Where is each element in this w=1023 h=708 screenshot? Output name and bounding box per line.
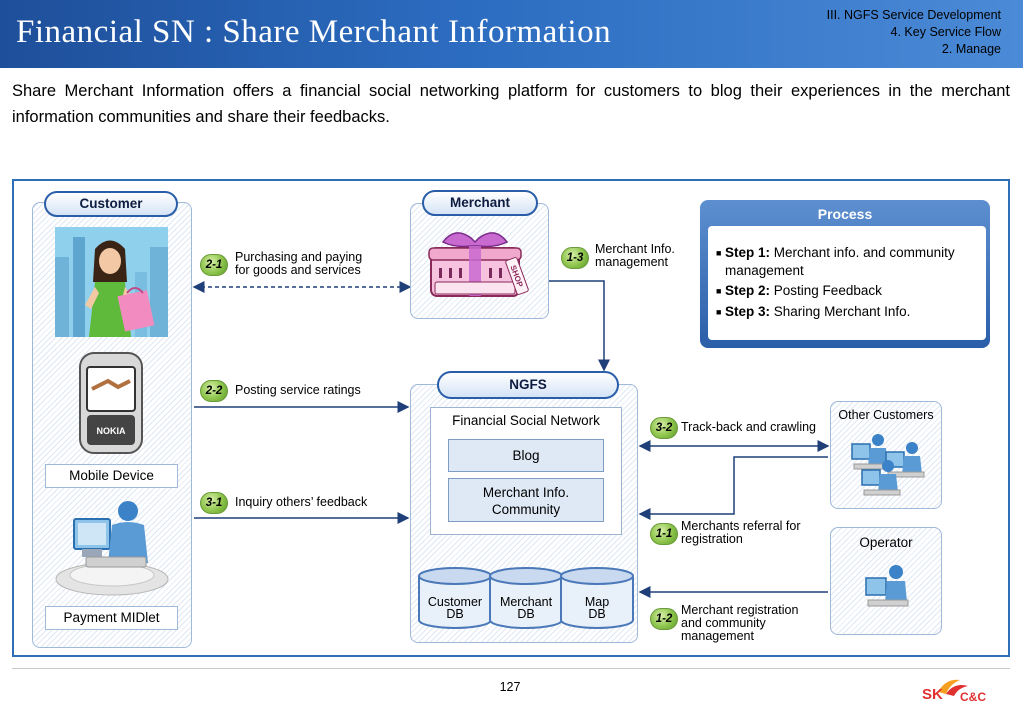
process-title: Process	[817, 206, 873, 222]
process-step-1: ■ Step 1: Merchant info. and community m…	[716, 245, 955, 278]
map-db-line2: DB	[588, 607, 606, 621]
process-step-3-text: Sharing Merchant Info.	[773, 304, 911, 319]
page-number: 127	[499, 680, 521, 694]
flow-1-2-line2: and community	[681, 616, 766, 630]
flow-2-1-line1: Purchasing and paying	[235, 250, 363, 264]
breadcrumb-level-1: III. NGFS Service Development	[826, 8, 1001, 22]
header-bar	[0, 0, 1023, 68]
flow-1-3-line	[548, 280, 610, 372]
customer-db: Customer DB	[420, 595, 490, 621]
flow-3-2-badge: 3-2	[650, 417, 678, 439]
flow-1-1-line2: registration	[681, 532, 743, 546]
process-step-2-key: Step 2:	[725, 283, 771, 298]
flow-2-1-line2: for goods and services	[235, 263, 361, 277]
flow-1-1-line	[638, 456, 828, 520]
process-step-1-text: Merchant info. and community management	[725, 245, 955, 278]
process-step-3: ■ Step 3: Sharing Merchant Info.	[716, 304, 911, 319]
process-step-2: ■ Step 2: Posting Feedback	[716, 283, 882, 298]
process-step-3-key: Step 3:	[725, 304, 771, 319]
sk-logo-text: SK	[922, 686, 943, 703]
flow-1-1-badge: 1-1	[650, 523, 678, 545]
sk-logo-wing-icon	[938, 679, 968, 696]
flow-3-1-badge: 3-1	[200, 492, 228, 514]
operator-icon	[865, 565, 909, 607]
flow-1-3-line2: management	[595, 255, 668, 269]
merchant-info-community-box: Merchant Info. Community	[448, 478, 604, 522]
process-content	[708, 226, 986, 340]
cc-logo-text: C&C	[960, 690, 986, 704]
process-step-2-text: Posting Feedback	[773, 283, 882, 298]
flow-2-2-label: Posting service ratings	[235, 383, 361, 397]
map-db: Map DB	[562, 595, 632, 621]
customer-title: Customer	[44, 191, 178, 217]
flow-3-2-label: Track-back and crawling	[681, 420, 817, 434]
page-title: Financial SN : Share Merchant Informatio…	[16, 14, 612, 50]
merchant-db-line1: Merchant	[499, 595, 553, 609]
map-db-line1: Map	[584, 595, 610, 609]
flow-1-1-label: Merchants referral for registration	[681, 520, 800, 546]
customer-db-line2: DB	[446, 607, 464, 621]
breadcrumb-level-2: 4. Key Service Flow	[890, 25, 1001, 39]
nokia-phone-image: NOKIA	[79, 352, 143, 454]
mobile-device-label: Mobile Device	[45, 464, 178, 488]
flow-1-1-line1: Merchants referral for	[681, 519, 801, 533]
process-step-1-key: Step 1:	[725, 245, 771, 260]
flow-3-1-label: Inquiry others’ feedback	[235, 495, 368, 509]
operator-label: Operator	[859, 535, 913, 550]
merchant-db-line2: DB	[517, 607, 535, 621]
other-customers-label: Other Customers	[838, 408, 934, 422]
flow-1-2-line3: management	[681, 629, 754, 643]
flow-1-2-label: Merchant registration and community mana…	[681, 604, 798, 643]
flow-1-3-label: Merchant Info. management	[595, 243, 675, 269]
financial-social-network-label: Financial Social Network	[452, 413, 600, 428]
customer-db-line1: Customer	[427, 595, 483, 609]
flow-1-3-line1: Merchant Info.	[595, 242, 675, 256]
intro-paragraph: Share Merchant Information offers a fina…	[12, 82, 1010, 126]
shop-icon: SHOP	[428, 232, 529, 297]
sk-cc-logo: SK C&C	[918, 676, 1010, 704]
flow-2-1-label: Purchasing and paying for goods and serv…	[235, 251, 362, 277]
merchant-db: Merchant DB	[491, 595, 561, 621]
breadcrumb-level-3: 2. Manage	[941, 42, 1001, 56]
db-cylinders	[418, 567, 634, 629]
merchant-title: Merchant	[422, 190, 538, 216]
payment-midlet-label: Payment MIDlet	[45, 606, 178, 630]
phone-brand: NOKIA	[97, 426, 127, 436]
flow-2-2-badge: 2-2	[200, 380, 228, 402]
other-customers-icon	[851, 434, 925, 496]
midlet-user-icon	[55, 501, 169, 596]
flow-1-2-line1: Merchant registration	[681, 603, 799, 617]
flow-1-3-badge: 1-3	[561, 247, 589, 269]
flow-2-1-badge: 2-1	[200, 254, 228, 276]
diagram-frame	[12, 179, 1010, 657]
footer-divider	[12, 668, 1010, 669]
ngfs-title: NGFS	[437, 371, 619, 399]
flow-1-2-badge: 1-2	[650, 608, 678, 630]
blog-box: Blog	[448, 439, 604, 472]
shopper-image	[55, 227, 168, 337]
